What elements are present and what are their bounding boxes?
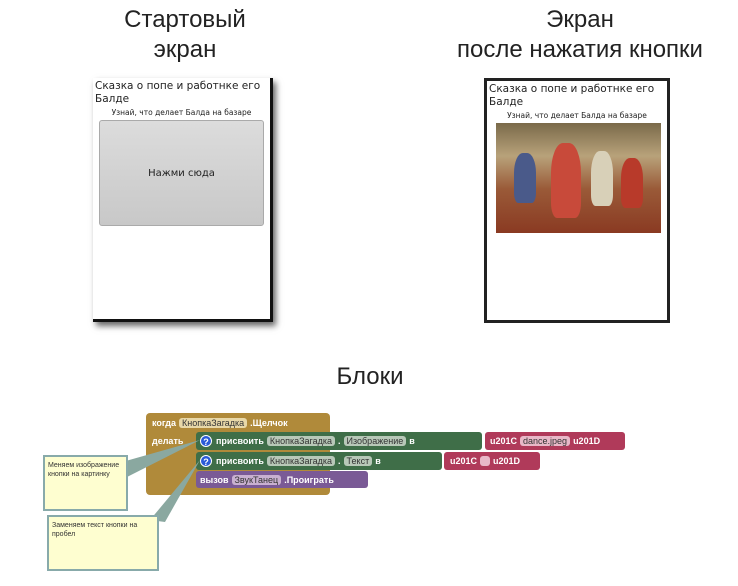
set-image-block[interactable]: ? присвоить КнопкаЗагадка . Изображение … [196, 432, 482, 450]
dance-image-button[interactable] [496, 123, 661, 233]
component-dropdown[interactable]: КнопкаЗагадка [179, 418, 248, 428]
method-name: .Проиграть [284, 474, 334, 485]
quote-open: u201C [490, 436, 518, 446]
text-block-image[interactable]: u201C dance.jpeg u201D [485, 432, 625, 450]
property-dropdown[interactable]: Текст [343, 456, 373, 466]
comment-change-image[interactable]: Меняем изображение кнопки на картинку [43, 455, 128, 511]
quote-open: u201C [450, 456, 478, 466]
caption-after-line2: после нажатия кнопки [457, 36, 703, 63]
caption-after: Экран после нажатия кнопки [420, 5, 738, 65]
empty-text-value[interactable] [480, 456, 491, 466]
component-dropdown[interactable]: КнопкаЗагадка [266, 436, 336, 446]
to-label: в [375, 456, 381, 466]
event-header: когда КнопкаЗагадка .Щелчок [152, 416, 288, 430]
to-label: в [409, 436, 415, 446]
help-icon[interactable]: ? [200, 435, 212, 447]
caption-after-line1: Экран [546, 6, 614, 33]
set-text-block[interactable]: ? присвоить КнопкаЗагадка . Текст в [196, 452, 442, 470]
dot: . [338, 456, 341, 466]
app-subtitle: Узнай, что делает Балда на базаре [111, 108, 252, 117]
start-screen: Сказка о попе и работнке его Балде Узнай… [93, 78, 273, 322]
app-title: Сказка о попе и работнке его Балде [489, 83, 655, 108]
press-here-button[interactable]: Нажми сюда [99, 120, 264, 226]
do-label: делать [152, 436, 184, 446]
event-name: .Щелчок [250, 418, 288, 428]
help-icon[interactable]: ? [200, 455, 212, 467]
app-subtitle: Узнай, что делает Балда на базаре [507, 111, 647, 120]
text-value[interactable]: dance.jpeg [520, 436, 571, 446]
comment-change-text[interactable]: Заменяем текст кнопки на пробел [47, 515, 159, 571]
text-block-empty[interactable]: u201C u201D [444, 452, 540, 470]
caption-start: Стартовый экран [124, 6, 246, 63]
property-dropdown[interactable]: Изображение [343, 436, 407, 446]
call-verb: вызов [200, 474, 229, 485]
caption-blocks: Блоки [336, 363, 404, 390]
quote-close: u201D [493, 456, 521, 466]
set-verb: присвоить [216, 456, 264, 466]
quote-close: u201D [573, 436, 601, 446]
sound-dropdown[interactable]: ЗвукТанец [231, 474, 282, 485]
after-screen: Сказка о попе и работнке его Балде Узнай… [484, 78, 670, 323]
component-dropdown[interactable]: КнопкаЗагадка [266, 456, 336, 466]
call-block[interactable]: вызов ЗвукТанец .Проиграть [196, 471, 368, 488]
app-title: Сказка о попе и работнке его Балде [95, 80, 261, 105]
dot: . [338, 436, 341, 446]
set-verb: присвоить [216, 436, 264, 446]
when-label: когда [152, 418, 177, 428]
